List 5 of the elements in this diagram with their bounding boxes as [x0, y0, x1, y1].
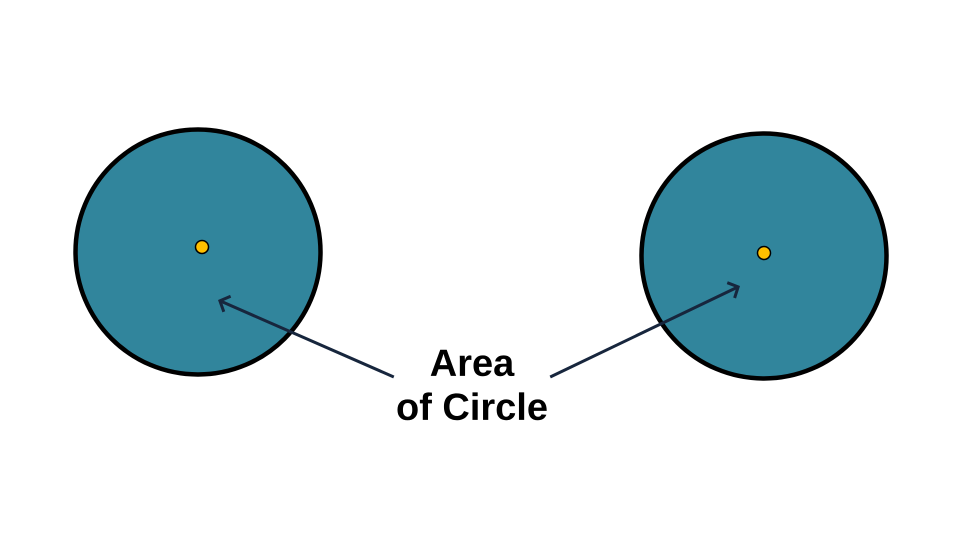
callout-text: Area of Circle	[397, 350, 547, 420]
circle	[73, 127, 323, 377]
leader-arrow	[218, 294, 394, 378]
leader-arrow	[550, 281, 740, 378]
circle	[639, 131, 889, 381]
